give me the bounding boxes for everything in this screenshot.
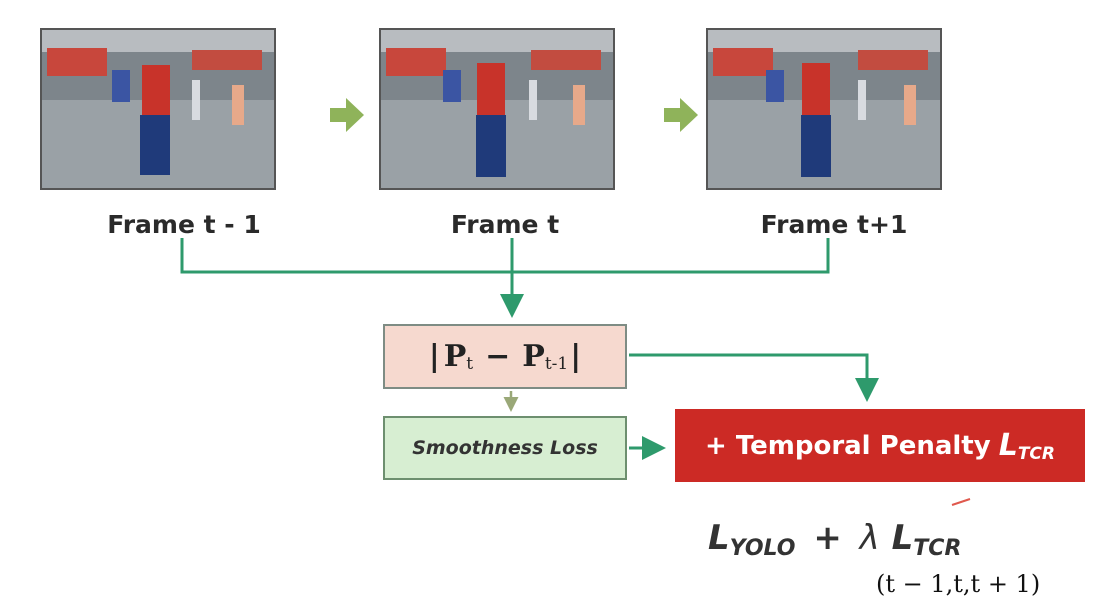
- diff-minus: −: [485, 339, 511, 374]
- penalty-subscript: TCR: [1017, 443, 1055, 464]
- diff-p-main: P: [443, 339, 467, 374]
- penalty-prefix: + Temporal Penalty: [705, 430, 991, 461]
- formula-lambda: λ: [859, 518, 880, 558]
- frame-arrow-1: [330, 98, 364, 132]
- formula-plus: +: [813, 518, 842, 558]
- frame-label-t-plus-1: Frame t+1: [760, 210, 908, 239]
- red-tick-mark: [951, 498, 971, 506]
- frame-range-text: (t − 1,t,t + 1): [876, 570, 1041, 598]
- merge-connector: [180, 238, 830, 274]
- diff-p2-main: P: [522, 339, 545, 374]
- temporal-penalty-box: + Temporal Penalty L TCR: [675, 409, 1085, 482]
- diff-p2-sub: t-1: [544, 353, 569, 374]
- frame-arrow-2: [664, 98, 698, 132]
- smoothness-loss-label: Smoothness Loss: [412, 437, 598, 459]
- frame-image-t-plus-1: [706, 28, 942, 190]
- formula-l1: L: [708, 518, 730, 558]
- smoothness-loss-box: Smoothness Loss: [383, 416, 627, 480]
- frame-label-t: Frame t: [450, 210, 560, 239]
- formula-l1-sub: YOLO: [729, 536, 796, 561]
- diff-p-sub: t: [466, 353, 474, 374]
- penalty-symbol: L: [998, 428, 1018, 463]
- formula-l2-sub: TCR: [913, 536, 962, 561]
- diff-open-bar: |: [428, 339, 440, 374]
- formula-l2: L: [891, 518, 914, 558]
- difference-box: | P t − P t-1 |: [383, 324, 627, 389]
- diff-to-penalty-connector: [629, 353, 879, 402]
- loss-formula: LYOLO + λ LTCR: [708, 518, 962, 561]
- frame-image-t-minus-1: [40, 28, 276, 190]
- frame-label-t-minus-1: Frame t - 1: [107, 210, 261, 239]
- frame-image-t: [379, 28, 615, 190]
- diff-close-bar: |: [570, 339, 582, 374]
